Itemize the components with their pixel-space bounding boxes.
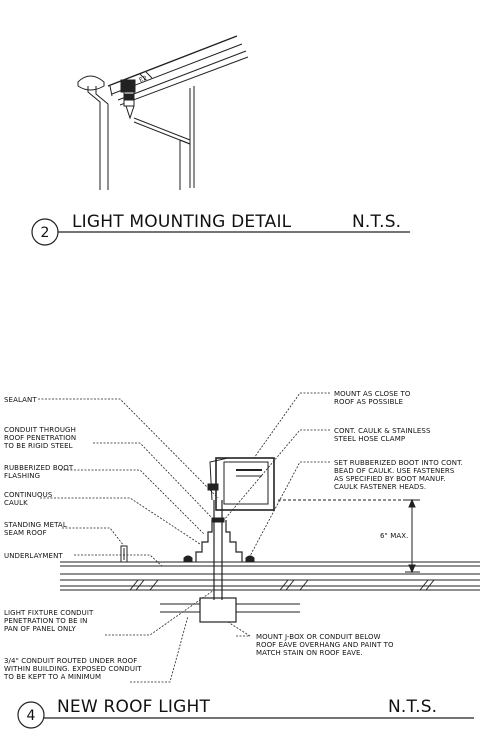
detail-2-title-block: 2 LIGHT MOUNTING DETAIL N.T.S. [31, 212, 410, 246]
detail-4-drawing [60, 457, 480, 623]
note-rubberized-boot: RUBBERIZED BOOT FLASHING [4, 464, 76, 480]
note-sealant: SEALANT [4, 396, 37, 404]
flood-light-housing [215, 457, 275, 511]
roof-fascia-line [107, 35, 238, 87]
dimension-arrow-bottom [408, 564, 416, 574]
detail-number: 2 [41, 225, 50, 241]
detail-scale: N.T.S. [352, 212, 401, 232]
note-fixture-conduit: LIGHT FIXTURE CONDUIT PENETRATION TO BE … [4, 609, 96, 633]
note-conduit-under-roof: 3/4" CONDUIT ROUTED UNDER ROOF WITHIN BU… [3, 657, 144, 681]
junction-box [199, 597, 237, 623]
downspout-right [95, 86, 109, 190]
note-leaders [38, 392, 330, 683]
left-notes: SEALANT CONDUIT THROUGH ROOF PENETRATION… [3, 396, 144, 681]
fastener-right [245, 555, 255, 562]
light-fixture-lamp [124, 93, 134, 101]
dimension-label: 6" MAX. [380, 532, 408, 540]
note-set-boot: SET RUBBERIZED BOOT INTO CONT. BEAD OF C… [334, 459, 465, 491]
note-continuous-caulk: CONTINUOUS CAULK [4, 491, 55, 507]
fixture-tag: E2 [138, 75, 148, 84]
detail-title: NEW ROOF LIGHT [57, 697, 210, 717]
note-caulk-hose-clamp: CONT. CAULK & STAINLESS STEEL HOSE CLAMP [334, 427, 433, 443]
detail-2-drawing [77, 35, 249, 190]
roof-soffit-line [117, 50, 247, 101]
gutter [77, 75, 105, 91]
fascia-hatch [145, 71, 153, 79]
note-standing-seam: STANDING METAL SEAM ROOF [4, 521, 69, 537]
detail-number: 4 [27, 708, 36, 724]
detail-number-bubble [17, 701, 45, 729]
note-underlayment: UNDERLAYMENT [4, 552, 63, 560]
note-mount-jbox: MOUNT J-BOX OR CONDUIT BELOW ROOF EAVE O… [256, 633, 396, 657]
detail-4-title-block: 4 NEW ROOF LIGHT N.T.S. [17, 697, 474, 729]
light-fixture-body [120, 79, 136, 93]
note-mount-close: MOUNT AS CLOSE TO ROOF AS POSSIBLE [334, 390, 413, 406]
fastener-left [183, 555, 193, 562]
dimension-arrow-top [408, 498, 416, 508]
fixture-knuckle [207, 483, 219, 491]
detail-title: LIGHT MOUNTING DETAIL [72, 212, 292, 232]
hose-clamp [211, 517, 225, 523]
corner-post-cap [179, 139, 191, 145]
roof-hatching [129, 579, 435, 591]
right-notes: MOUNT AS CLOSE TO ROOF AS POSSIBLE CONT.… [256, 390, 465, 657]
roof-end-cap [109, 85, 113, 97]
flood-light-lens [223, 461, 269, 505]
light-fixture-bracket [125, 105, 135, 120]
fixture-arm [209, 457, 229, 501]
fascia-hatch [139, 73, 147, 81]
soffit-slope-line [133, 117, 191, 141]
rubberized-boot [195, 520, 243, 562]
roof-underside-line [119, 56, 249, 106]
note-conduit-rigid-steel: CONDUIT THROUGH ROOF PENETRATION TO BE R… [3, 426, 79, 450]
downspout-left [87, 86, 101, 190]
detail-scale: N.T.S. [388, 697, 437, 717]
